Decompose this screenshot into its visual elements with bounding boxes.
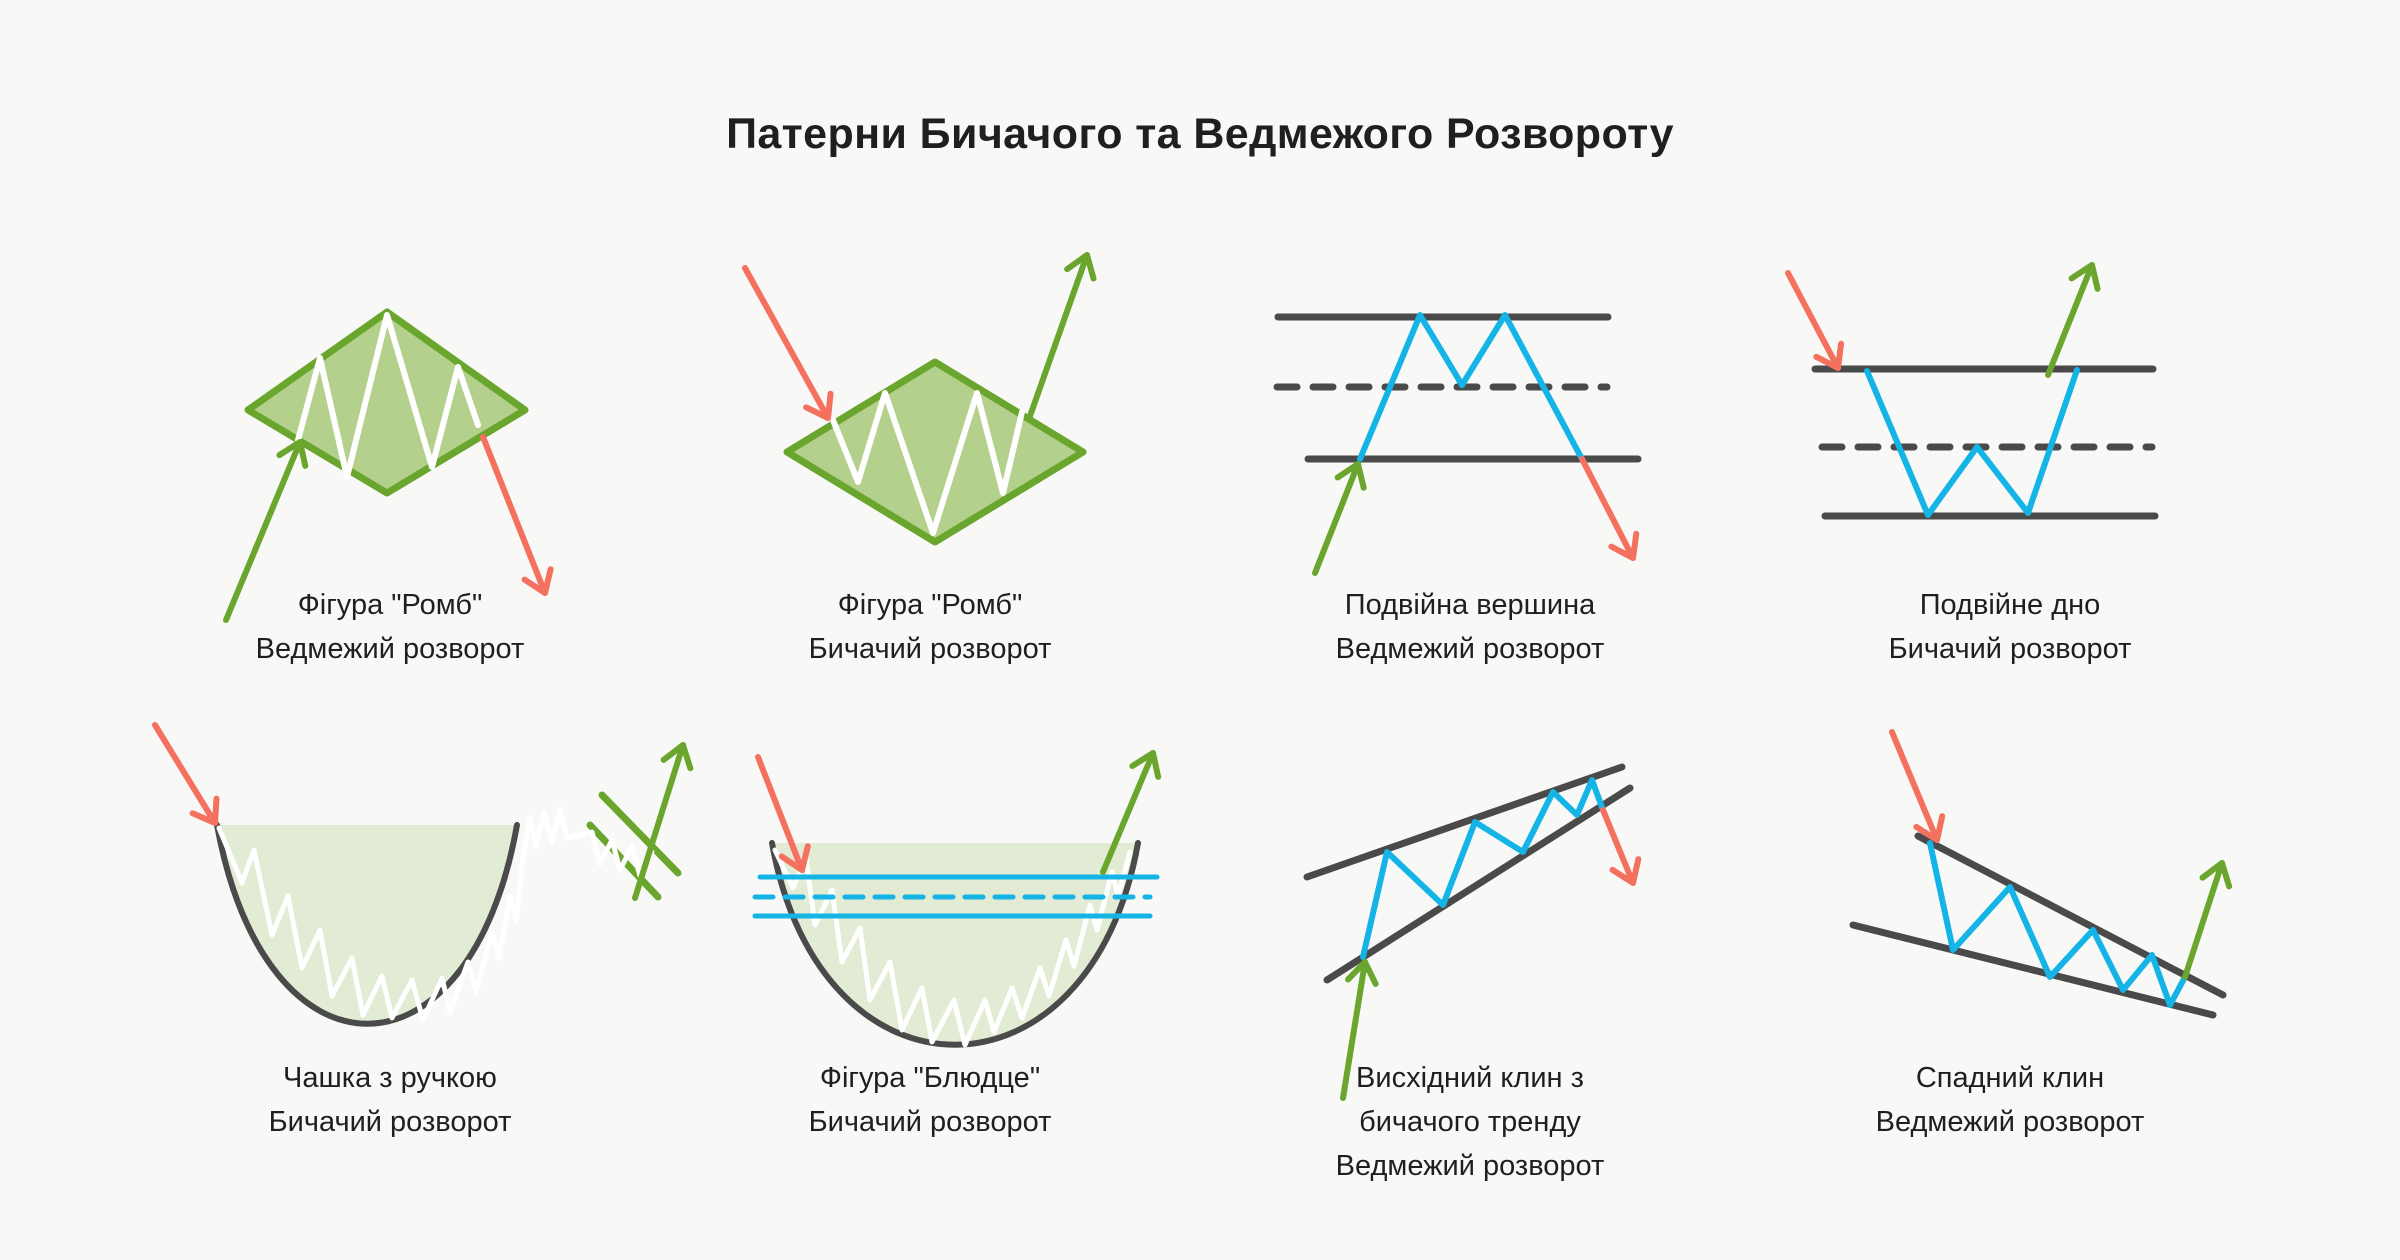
pattern-cell-double-top: Подвійна вершина Ведмежий розворот — [1200, 230, 1740, 770]
row-1: Фігура "Ромб" Ведмежий розворот Фігура "… — [120, 230, 2280, 770]
caption-line: Ведмежий розворот — [1875, 1106, 2145, 1138]
rising-wedge-drawing — [1303, 763, 1642, 1101]
caption-line: Фігура "Ромб" — [297, 589, 483, 621]
bearish-arrow — [1889, 729, 1946, 843]
bullish-arrow — [632, 742, 694, 901]
bullish-arrow — [1340, 959, 1379, 1101]
pattern-caption: Висхідний клин з бичачого тренду Ведмежи… — [1200, 1056, 1740, 1188]
caption-line: Ведмежий розворот — [255, 633, 525, 665]
caption-line: Висхідний клин з — [1356, 1062, 1584, 1094]
diamond-bullish-drawing — [742, 251, 1097, 546]
caption-line: Спадний клин — [1915, 1062, 2105, 1094]
bearish-arrow — [480, 434, 554, 596]
pattern-cell-diamond-bearish: Фігура "Ромб" Ведмежий розворот — [120, 230, 660, 770]
bullish-arrow — [223, 439, 309, 623]
caption-line: Бичачий розворот — [808, 633, 1052, 665]
wedge-lower-line — [1323, 784, 1634, 984]
pattern-caption: Чашка з ручкою Бичачий розворот — [120, 1056, 660, 1144]
pattern-caption: Подвійна вершина Ведмежий розворот — [1200, 583, 1740, 671]
price-zigzag — [1360, 777, 1606, 960]
price-zigzag — [1357, 312, 1585, 462]
pattern-cell-falling-wedge: Спадний клин Ведмежий розворот — [1740, 700, 2280, 1240]
pattern-caption: Подвійне дно Бичачий розворот — [1740, 583, 2280, 671]
cup-curve — [214, 822, 520, 1027]
caption-line: Подвійне дно — [1919, 589, 2101, 621]
caption-line: Ведмежий розворот — [1335, 1150, 1605, 1182]
bearish-arrow — [742, 265, 834, 421]
row-2: Чашка з ручкою Бичачий розворот Фігура "… — [120, 700, 2280, 1240]
caption-line: Фігура "Блюдце" — [819, 1062, 1041, 1094]
caption-line: бичачого тренду — [1359, 1106, 1581, 1138]
page-title: Патерни Бичачого та Ведмежого Розвороту — [726, 110, 1674, 158]
pattern-caption: Фігура "Блюдце" Бичачий розворот — [660, 1056, 1200, 1144]
pattern-cell-rising-wedge: Висхідний клин з бичачого тренду Ведмежи… — [1200, 700, 1740, 1240]
bearish-arrow — [1785, 270, 1845, 371]
wedge-upper-line — [1303, 763, 1626, 881]
pattern-cell-double-bottom: Подвійне дно Бичачий розворот — [1740, 230, 2280, 770]
falling-wedge-drawing — [1849, 729, 2233, 1019]
price-zigzag — [216, 807, 655, 1023]
bearish-arrow — [152, 722, 220, 826]
cup-fill — [217, 825, 517, 1024]
diamond-shape — [244, 308, 529, 497]
saucer-drawing — [752, 750, 1162, 1048]
bullish-arrow — [2182, 860, 2233, 980]
wedge-lower-line — [1849, 921, 2217, 1019]
handle-channel-upper-line — [598, 791, 682, 877]
cup-curve — [769, 840, 1141, 1048]
pattern-caption: Фігура "Ромб" Ведмежий розворот — [120, 583, 660, 671]
bullish-arrow — [1312, 461, 1367, 576]
pattern-cell-cup-with-handle: Чашка з ручкою Бичачий розворот — [120, 700, 694, 1240]
caption-line: Ведмежий розворот — [1335, 633, 1605, 665]
price-zigzag — [1927, 840, 2188, 1008]
bearish-arrow — [755, 754, 811, 873]
double-top-drawing — [1273, 312, 1642, 576]
price-zigzag — [1864, 367, 2080, 518]
caption-line: Чашка з ручкою — [283, 1062, 497, 1094]
diamond-bearish-drawing — [223, 308, 554, 623]
bearish-arrow — [1579, 456, 1640, 561]
price-zigzag — [830, 390, 1025, 536]
caption-line: Бичачий розворот — [268, 1106, 512, 1138]
price-zigzag — [295, 312, 481, 480]
bullish-arrow — [2045, 262, 2101, 378]
double-bottom-drawing — [1785, 262, 2159, 520]
wedge-upper-line — [1914, 832, 2227, 999]
pattern-cell-diamond-bullish: Фігура "Ромб" Бичачий розворот — [660, 230, 1200, 770]
bearish-arrow — [1600, 807, 1642, 886]
caption-line: Фігура "Ромб" — [837, 589, 1023, 621]
caption-line: Подвійна вершина — [1344, 589, 1596, 621]
caption-line: Бичачий розворот — [1888, 633, 2132, 665]
caption-line: Бичачий розворот — [808, 1106, 1052, 1138]
pattern-caption: Спадний клин Ведмежий розворот — [1740, 1056, 2280, 1144]
bullish-arrow — [1100, 750, 1162, 875]
pattern-cell-saucer: Фігура "Блюдце" Бичачий розворот — [660, 700, 1200, 1240]
cup-with-handle-drawing — [152, 722, 694, 1027]
bullish-arrow — [1027, 251, 1097, 419]
pattern-caption: Фігура "Ромб" Бичачий розворот — [660, 583, 1200, 671]
